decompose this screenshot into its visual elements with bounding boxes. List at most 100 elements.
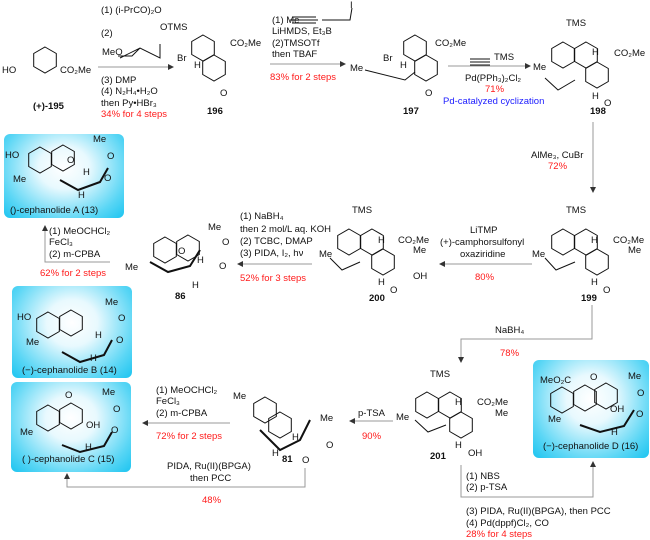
atom-label: CO₂Me	[613, 235, 645, 246]
compound-label: 201	[430, 451, 446, 462]
atom-label: O	[219, 261, 227, 272]
reagent-text: MeO	[102, 47, 123, 58]
atom-label: H	[78, 190, 85, 201]
atom-label: Me	[233, 391, 247, 402]
yield-text: 28% for 4 steps	[466, 529, 533, 540]
reagent-text: (2) TCBC, DMAP	[240, 236, 313, 247]
reagent-text: (3) DMP	[101, 75, 137, 86]
atom-label: O	[603, 285, 611, 296]
reagent-text: PIDA, Ru(II)(BPGA)	[167, 461, 251, 472]
ring-bond	[59, 309, 83, 337]
yield-text: 34% for 4 steps	[101, 109, 168, 120]
reagent-text: p-TSA	[358, 408, 385, 419]
ring-bond	[585, 61, 609, 89]
atom-label: H	[378, 235, 385, 246]
ring-bond	[585, 248, 609, 276]
atom-label: O	[104, 173, 112, 184]
reagent-text: FeCl₃	[49, 237, 73, 248]
yield-text: 80%	[475, 272, 495, 283]
ring-bond	[59, 402, 83, 430]
ring-bond	[268, 411, 292, 439]
reagent-text: (3) PIDA, Ru(II)(BPGA), then PCC	[466, 506, 611, 517]
atom-label: Me	[319, 249, 333, 260]
atom-label: O	[636, 409, 644, 420]
ring-bond	[253, 396, 277, 424]
atom-label: Me	[628, 371, 642, 382]
atom-label: CO₂Me	[230, 38, 262, 49]
atom-label: Me	[208, 222, 222, 233]
reagent-text: (+)-camphorsulfonyl	[440, 237, 525, 248]
atom-label: Me	[548, 414, 562, 425]
atom-label: CO₂Me	[398, 235, 430, 246]
atom-label: O	[178, 246, 186, 257]
ring-bond	[551, 228, 575, 256]
yield-text: 83% for 2 steps	[270, 72, 337, 83]
compound-label: ()-cephanolide A (13)	[10, 205, 99, 216]
atom-label: O	[67, 155, 75, 166]
yield-text: 48%	[202, 495, 222, 506]
atom-label: TMS	[566, 205, 587, 216]
atom-label: H	[592, 91, 599, 102]
atom-label: H	[272, 448, 279, 459]
compound-label: (−)-cephanolide D (16)	[543, 441, 639, 452]
atom-label: Me	[533, 62, 547, 73]
atom-label: O	[590, 372, 598, 383]
atom-label: Me	[532, 249, 546, 260]
ring-bond	[202, 54, 226, 82]
reagent-text: AlMe₃, CuBr	[531, 150, 584, 161]
reagent-text: then PCC	[190, 473, 232, 484]
atom-label: O	[302, 455, 310, 466]
atom-label: H	[83, 167, 90, 178]
atom-label: O	[326, 440, 334, 451]
atom-label: O	[107, 151, 115, 162]
compound-label: (+)-195	[33, 101, 64, 112]
atom-label: OH	[413, 271, 428, 282]
compound-label: 198	[590, 106, 606, 117]
ring-bond	[414, 54, 438, 82]
reagent-text: (1) Me	[272, 15, 300, 26]
atom-label: H	[591, 235, 598, 246]
atom-label: Me	[102, 387, 116, 398]
atom-label: O	[425, 88, 433, 99]
ring-bond	[33, 46, 57, 74]
atom-label: O	[116, 335, 124, 346]
atom-label: O	[604, 98, 612, 109]
atom-label: HO	[5, 150, 20, 161]
reagent-text: oxaziridine	[460, 249, 506, 260]
reagent-text: (3) PIDA, I₂, hν	[240, 248, 304, 259]
compound-label: ( )-cephanolide C (15)	[22, 454, 115, 465]
atom-label: HO	[2, 65, 17, 76]
reagent-text: FeCl₃	[156, 396, 180, 407]
arrow-81-to-cephanolide-c-direct	[64, 468, 306, 488]
arrow-86-to-cephanolide-a	[42, 225, 110, 263]
cephanolide-c-box	[11, 382, 131, 472]
compound-label: 196	[207, 106, 223, 117]
ring-bond	[36, 311, 60, 339]
atom-label: H	[591, 277, 598, 288]
arrow-199-to-201	[458, 305, 593, 363]
atom-label: H	[90, 353, 97, 364]
yield-text: 72% for 2 steps	[156, 431, 223, 442]
yield-text: 62% for 2 steps	[40, 268, 107, 279]
atom-label: H	[611, 427, 618, 438]
ring-bond	[415, 391, 439, 419]
bold-bonds	[59, 167, 635, 454]
ring-bond	[371, 248, 395, 276]
atom-label: OH	[86, 420, 101, 431]
atom-label: H	[455, 440, 462, 451]
atom-label: MeO₂C	[540, 375, 572, 386]
compound-label: 200	[369, 293, 385, 304]
atom-label: O	[65, 390, 73, 401]
atom-label: H	[192, 280, 199, 291]
atom-label: Me	[105, 297, 119, 308]
atom-label: Me	[26, 337, 40, 348]
reagent-text: then TBAF	[272, 49, 318, 60]
reagent-text: (1) NBS	[466, 471, 500, 482]
atom-label: Me	[20, 427, 34, 438]
compound-label: (−)-cephanolide B (14)	[22, 365, 117, 376]
arrow-201-to-cephanolide-d	[460, 461, 596, 498]
atom-label: Me	[413, 245, 427, 256]
ring-bond	[153, 236, 177, 264]
atom-label: Me	[13, 174, 27, 185]
reagent-text: (4) N₂H₄•H₂O	[101, 86, 158, 97]
